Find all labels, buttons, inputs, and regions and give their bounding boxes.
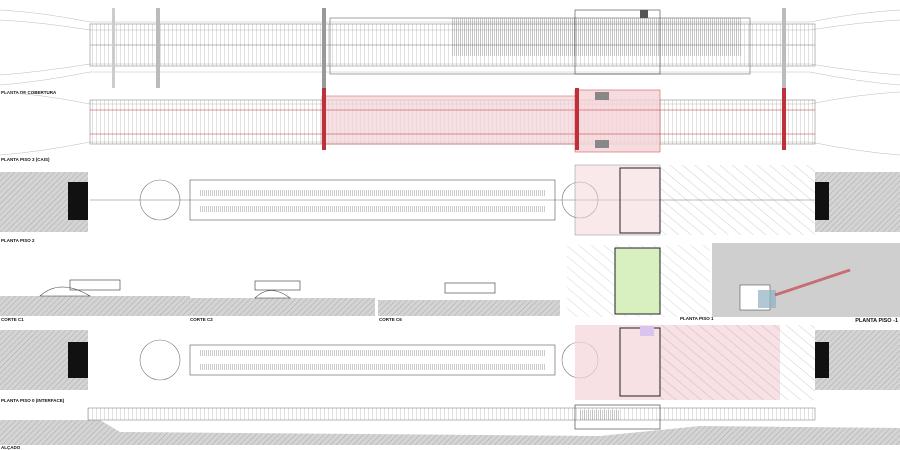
floor-3-plan: PLANTA PISO 3 (CAIS) bbox=[0, 88, 900, 162]
floor-0-label: PLANTA PISO 0 (INTERFACE) bbox=[1, 398, 65, 403]
floor-3-label: PLANTA PISO 3 (CAIS) bbox=[1, 157, 50, 162]
sections: CORTE C1 CORTE C2 CORTE C6 PLANTA PISO 1… bbox=[0, 243, 900, 324]
section-c6-label: CORTE C6 bbox=[379, 317, 402, 322]
elevation-label: ALÇADO bbox=[1, 445, 21, 450]
roof-plan: PLANTA DE COBERTURA bbox=[0, 8, 900, 95]
elevation: ALÇADO bbox=[0, 404, 900, 450]
floor-minus-1-label: PLANTA PISO -1 bbox=[855, 318, 898, 324]
floor-0-plan: PLANTA PISO 0 (INTERFACE) bbox=[0, 325, 900, 403]
section-c2-label: CORTE C2 bbox=[190, 317, 213, 322]
floor-2-plan: PLANTA PISO 2 bbox=[0, 164, 900, 243]
section-c1-label: CORTE C1 bbox=[1, 317, 24, 322]
floor-1-label: PLANTA PISO 1 bbox=[680, 316, 714, 321]
floor-2-label: PLANTA PISO 2 bbox=[1, 238, 35, 243]
roof-plan-label: PLANTA DE COBERTURA bbox=[1, 90, 57, 95]
